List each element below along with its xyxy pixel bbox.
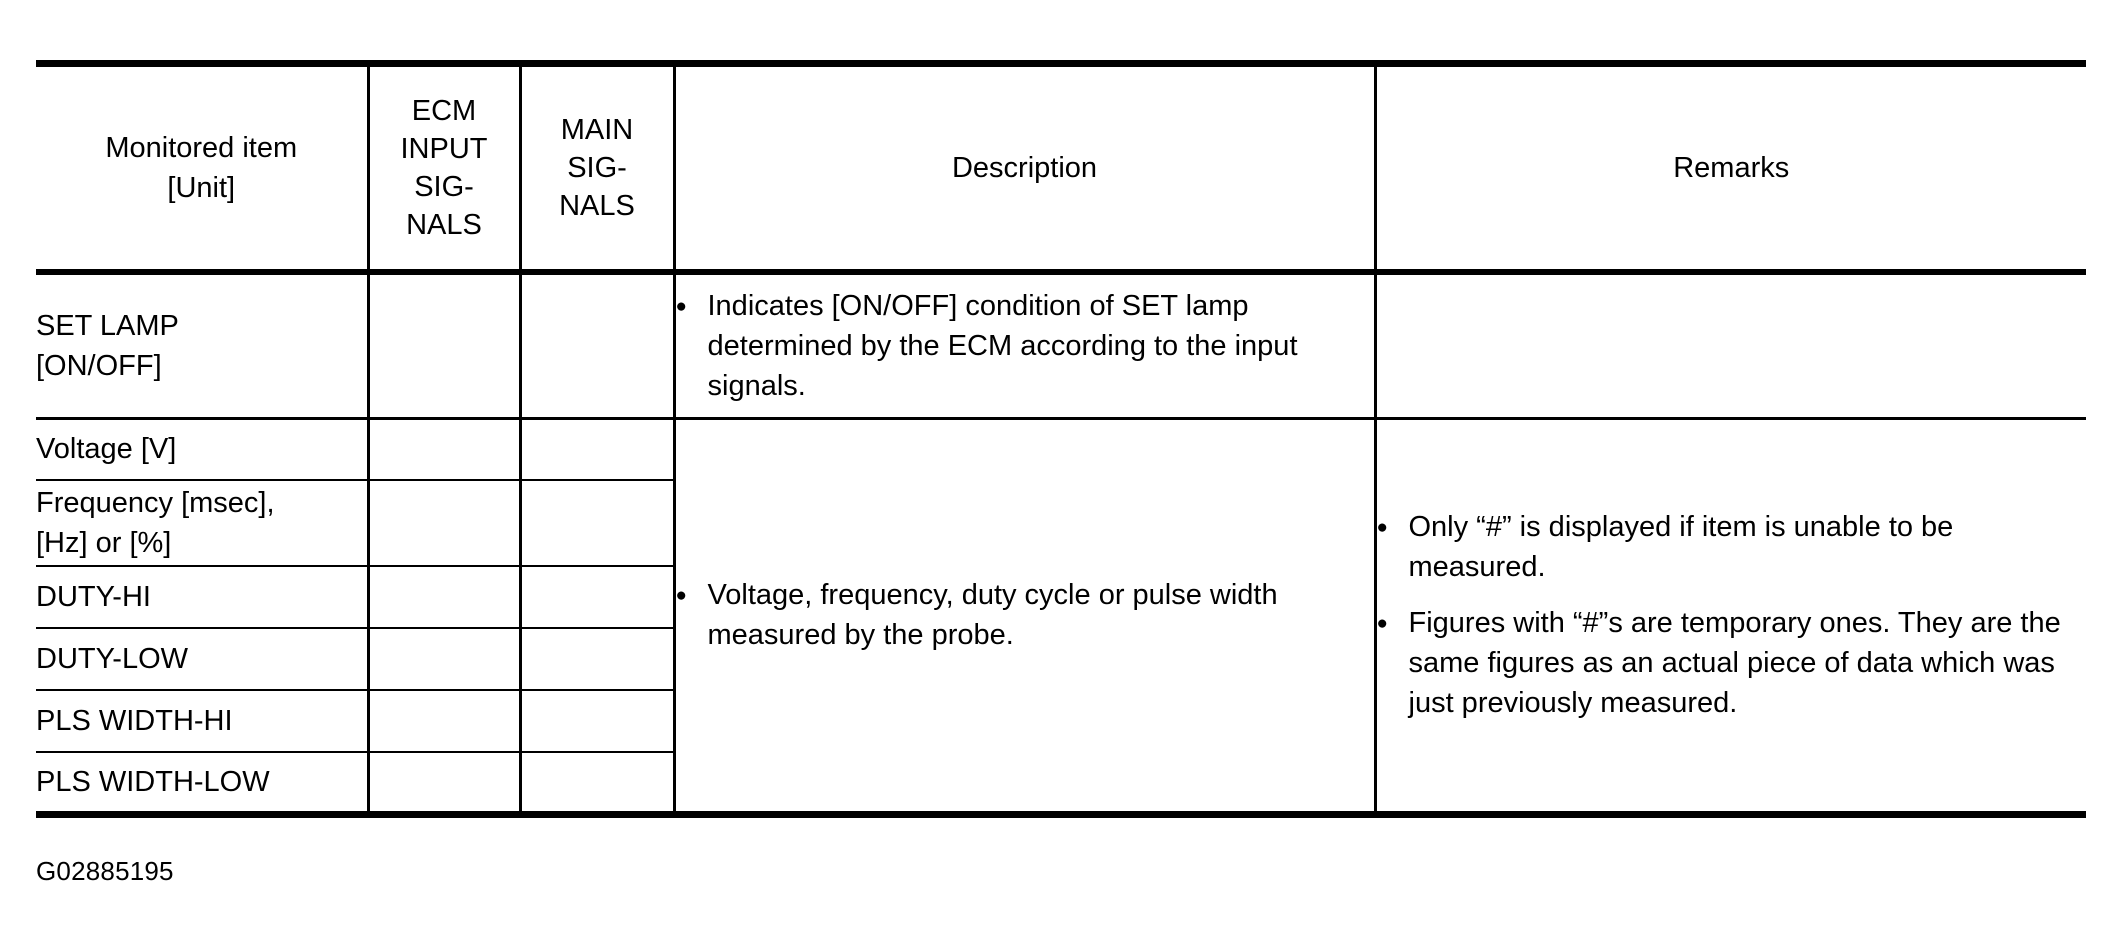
cell-description-merged: Voltage, frequency, duty cycle or pulse … — [674, 418, 1377, 818]
table-row: SET LAMP [ON/OFF] Indicates [ON/OFF] con… — [36, 272, 2086, 420]
table-row: PLS WIDTH-HI — [36, 690, 2086, 753]
item-line: SET LAMP — [36, 309, 179, 342]
cell-ecm-input-signals — [368, 418, 522, 481]
header-line: NALS — [559, 190, 635, 222]
header-row: Monitored item [Unit] ECM INPUT SIG- NAL… — [36, 60, 2086, 275]
table-row: PLS WIDTH-LOW — [36, 752, 2086, 818]
cell-monitored-item: Frequency [msec], [Hz] or [%] — [36, 480, 370, 567]
cell-ecm-input-signals — [368, 480, 522, 567]
item-line: PLS WIDTH-LOW — [36, 765, 270, 798]
column-header-monitored-item: Monitored item [Unit] — [36, 60, 370, 275]
header-line: Monitored item — [105, 132, 298, 164]
header-line: Remarks — [1673, 152, 1790, 184]
monitored-item-table: Monitored item [Unit] ECM INPUT SIG- NAL… — [36, 60, 2086, 818]
header-line: SIG- — [567, 152, 627, 184]
cell-main-signals — [520, 628, 676, 691]
cell-main-signals — [520, 752, 676, 818]
table-row: DUTY-HI — [36, 566, 2086, 629]
remarks-bullet-item: Only “#” is displayed if item is unable … — [1377, 507, 2087, 587]
table-row: Voltage [V] Voltage, frequency, duty cyc… — [36, 418, 2086, 818]
column-header-main-signals: MAIN SIG- NALS — [520, 60, 676, 275]
cell-monitored-item: DUTY-HI — [36, 566, 370, 629]
remarks-bullet-list: Only “#” is displayed if item is unable … — [1377, 507, 2087, 723]
cell-main-signals — [520, 272, 676, 420]
cell-remarks — [1375, 272, 2086, 420]
table-header: Monitored item [Unit] ECM INPUT SIG- NAL… — [36, 60, 2086, 275]
cell-monitored-item: DUTY-LOW — [36, 628, 370, 691]
header-line: [Unit] — [167, 172, 236, 204]
monitored-item-table-wrapper: Monitored item [Unit] ECM INPUT SIG- NAL… — [36, 60, 2086, 818]
item-line: DUTY-LOW — [36, 643, 188, 675]
item-line: DUTY-HI — [36, 581, 151, 613]
item-line: [Hz] or [%] — [36, 527, 172, 559]
header-line: NALS — [406, 209, 482, 241]
cell-main-signals — [520, 566, 676, 629]
item-line: Frequency [msec], — [36, 487, 275, 519]
header-line: Description — [951, 152, 1098, 184]
column-header-ecm-input-signals: ECM INPUT SIG- NALS — [368, 60, 522, 275]
remarks-bullet-item: Figures with “#”s are temporary ones. Th… — [1377, 603, 2087, 723]
cell-main-signals — [520, 418, 676, 481]
description-bullet-item: Indicates [ON/OFF] condition of SET lamp… — [676, 286, 1374, 406]
cell-monitored-item: SET LAMP [ON/OFF] — [36, 272, 370, 420]
table-row: DUTY-LOW — [36, 628, 2086, 691]
column-header-remarks: Remarks — [1375, 60, 2086, 275]
header-line: INPUT — [400, 133, 488, 165]
table-body: SET LAMP [ON/OFF] Indicates [ON/OFF] con… — [36, 272, 2086, 818]
cell-ecm-input-signals — [368, 272, 522, 420]
cell-ecm-input-signals — [368, 566, 522, 629]
table-row: Frequency [msec], [Hz] or [%] — [36, 480, 2086, 567]
header-line: MAIN — [560, 114, 634, 146]
cell-ecm-input-signals — [368, 752, 522, 818]
item-line: Voltage [V] — [36, 433, 177, 466]
cell-ecm-input-signals — [368, 690, 522, 753]
cell-main-signals — [520, 690, 676, 753]
cell-monitored-item: Voltage [V] — [36, 418, 370, 481]
cell-remarks-merged: Only “#” is displayed if item is unable … — [1375, 418, 2087, 818]
header-line: SIG- — [414, 171, 474, 203]
cell-monitored-item: PLS WIDTH-LOW — [36, 752, 370, 818]
description-bullet-item: Voltage, frequency, duty cycle or pulse … — [676, 575, 1374, 655]
item-line: PLS WIDTH-HI — [36, 705, 233, 737]
cell-main-signals — [520, 480, 676, 567]
cell-ecm-input-signals — [368, 628, 522, 691]
column-header-description: Description — [674, 60, 1377, 275]
item-line: [ON/OFF] — [36, 349, 162, 382]
header-line: ECM — [411, 95, 477, 127]
description-bullet-list: Indicates [ON/OFF] condition of SET lamp… — [676, 286, 1374, 406]
figure-caption: G02885195 — [36, 856, 174, 886]
cell-monitored-item: PLS WIDTH-HI — [36, 690, 370, 753]
description-bullet-list: Voltage, frequency, duty cycle or pulse … — [676, 575, 1374, 655]
cell-description: Indicates [ON/OFF] condition of SET lamp… — [674, 272, 1377, 420]
